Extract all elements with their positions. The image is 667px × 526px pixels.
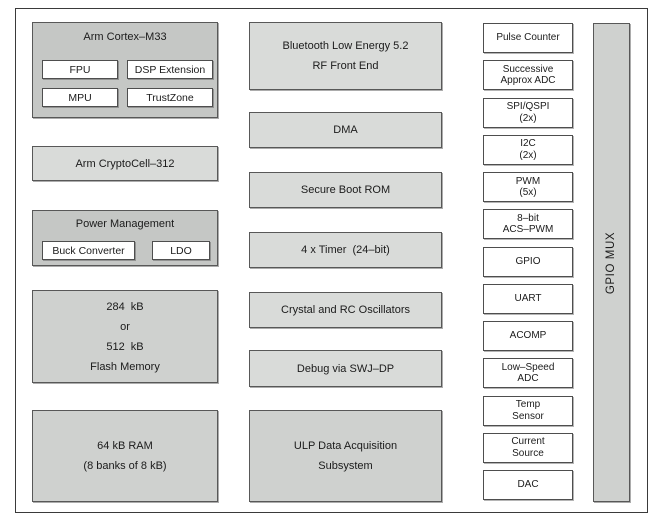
block-gpio-mux: GPIO MUX [593, 23, 630, 502]
block-acomp: ACOMP [483, 321, 573, 351]
block-crystal-rc-oscillators: Crystal and RC Oscillators [249, 292, 442, 328]
block-dsp-extension: DSP Extension [127, 60, 213, 79]
block-dma: DMA [249, 112, 442, 148]
block-arm-cortex-m33: Arm Cortex–M33 FPU DSP Extension MPU Tru… [32, 22, 218, 118]
block-flash-memory: 284 kB or 512 kB Flash Memory [32, 290, 218, 383]
block-debug-swj-dp: Debug via SWJ–DP [249, 350, 442, 387]
peripheral-column: Pulse Counter Successive Approx ADC SPI/… [483, 23, 573, 500]
block-acs-pwm: 8–bit ACS–PWM [483, 209, 573, 240]
block-uart: UART [483, 283, 573, 314]
block-i2c: I2C (2x) [483, 134, 573, 165]
block-current-source: Current Source [483, 432, 573, 463]
block-bluetooth-rf-front-end: Bluetooth Low Energy 5.2 RF Front End [249, 22, 442, 90]
block-timers: 4 x Timer (24–bit) [249, 232, 442, 268]
block-secure-boot-rom: Secure Boot ROM [249, 172, 442, 208]
gpio-mux-label: GPIO MUX [605, 231, 618, 294]
block-trustzone: TrustZone [127, 88, 213, 107]
block-fpu: FPU [42, 60, 118, 79]
block-buck-converter: Buck Converter [42, 241, 135, 260]
block-pulse-counter: Pulse Counter [483, 23, 573, 53]
block-pwm: PWM (5x) [483, 172, 573, 202]
block-ram: 64 kB RAM (8 banks of 8 kB) [32, 410, 218, 502]
block-dac: DAC [483, 470, 573, 500]
block-ldo: LDO [152, 241, 210, 260]
block-mpu: MPU [42, 88, 118, 107]
block-low-speed-adc: Low–Speed ADC [483, 358, 573, 389]
power-management-label: Power Management [75, 218, 175, 230]
block-power-management: Power Management Buck Converter LDO [32, 210, 218, 266]
block-temp-sensor: Temp Sensor [483, 395, 573, 426]
block-ulp-data-acquisition: ULP Data Acquisition Subsystem [249, 410, 442, 502]
arm-cortex-m33-label: Arm Cortex–M33 [83, 31, 167, 43]
block-successive-approx-adc: Successive Approx ADC [483, 60, 573, 91]
cortex-sub-blocks: FPU DSP Extension MPU TrustZone [42, 60, 213, 107]
block-spi-qspi: SPI/QSPI (2x) [483, 97, 573, 128]
block-arm-cryptocell-312: Arm CryptoCell–312 [32, 146, 218, 181]
block-gpio: GPIO [483, 246, 573, 277]
